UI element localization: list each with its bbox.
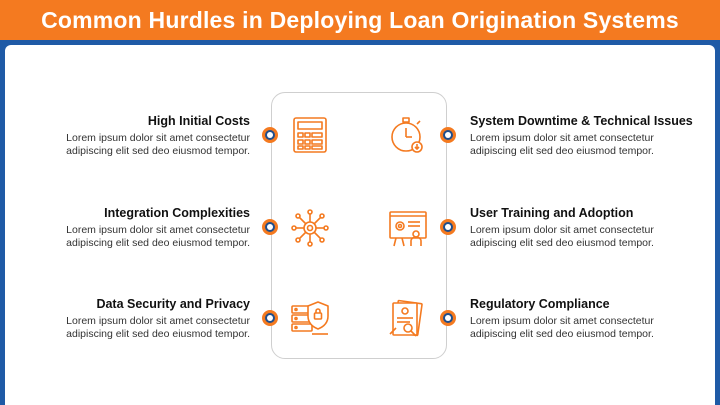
connector-dot [440,127,456,143]
calculator-icon [288,113,332,157]
item-description: Lorem ipsum dolor sit amet consectetur a… [470,224,654,249]
hurdle-item-integration-complexities: Integration Complexities Lorem ipsum dol… [20,206,250,250]
hurdle-item-high-initial-costs: High Initial Costs Lorem ipsum dolor sit… [20,114,250,158]
hurdle-item-regulatory-compliance: Regulatory Compliance Lorem ipsum dolor … [470,297,700,341]
connector-dot [262,219,278,235]
connector-dot [440,219,456,235]
document-inspect-icon [386,296,430,340]
presentation-board-icon [386,206,430,250]
network-hub-icon [288,206,332,250]
connector-dot [262,127,278,143]
page-title: Common Hurdles in Deploying Loan Origina… [41,6,679,33]
hurdle-item-data-security: Data Security and Privacy Lorem ipsum do… [20,297,250,341]
item-description: Lorem ipsum dolor sit amet consectetur a… [66,224,250,249]
item-heading: Data Security and Privacy [96,297,250,311]
item-description: Lorem ipsum dolor sit amet consectetur a… [66,315,250,340]
item-heading: Regulatory Compliance [470,297,610,311]
item-heading: System Downtime & Technical Issues [470,114,693,128]
item-heading: High Initial Costs [147,114,250,128]
connector-dot [262,310,278,326]
server-shield-icon [288,296,332,340]
item-heading: Integration Complexities [104,206,250,220]
connector-dot [440,310,456,326]
title-bar: Common Hurdles in Deploying Loan Origina… [0,0,720,40]
hurdle-item-system-downtime: System Downtime & Technical Issues Lorem… [470,114,700,158]
hurdle-item-user-training: User Training and Adoption Lorem ipsum d… [470,206,700,250]
item-description: Lorem ipsum dolor sit amet consectetur a… [66,132,250,157]
stopwatch-icon [386,113,430,157]
item-description: Lorem ipsum dolor sit amet consectetur a… [470,315,654,340]
item-heading: User Training and Adoption [470,206,634,220]
item-description: Lorem ipsum dolor sit amet consectetur a… [470,132,654,157]
